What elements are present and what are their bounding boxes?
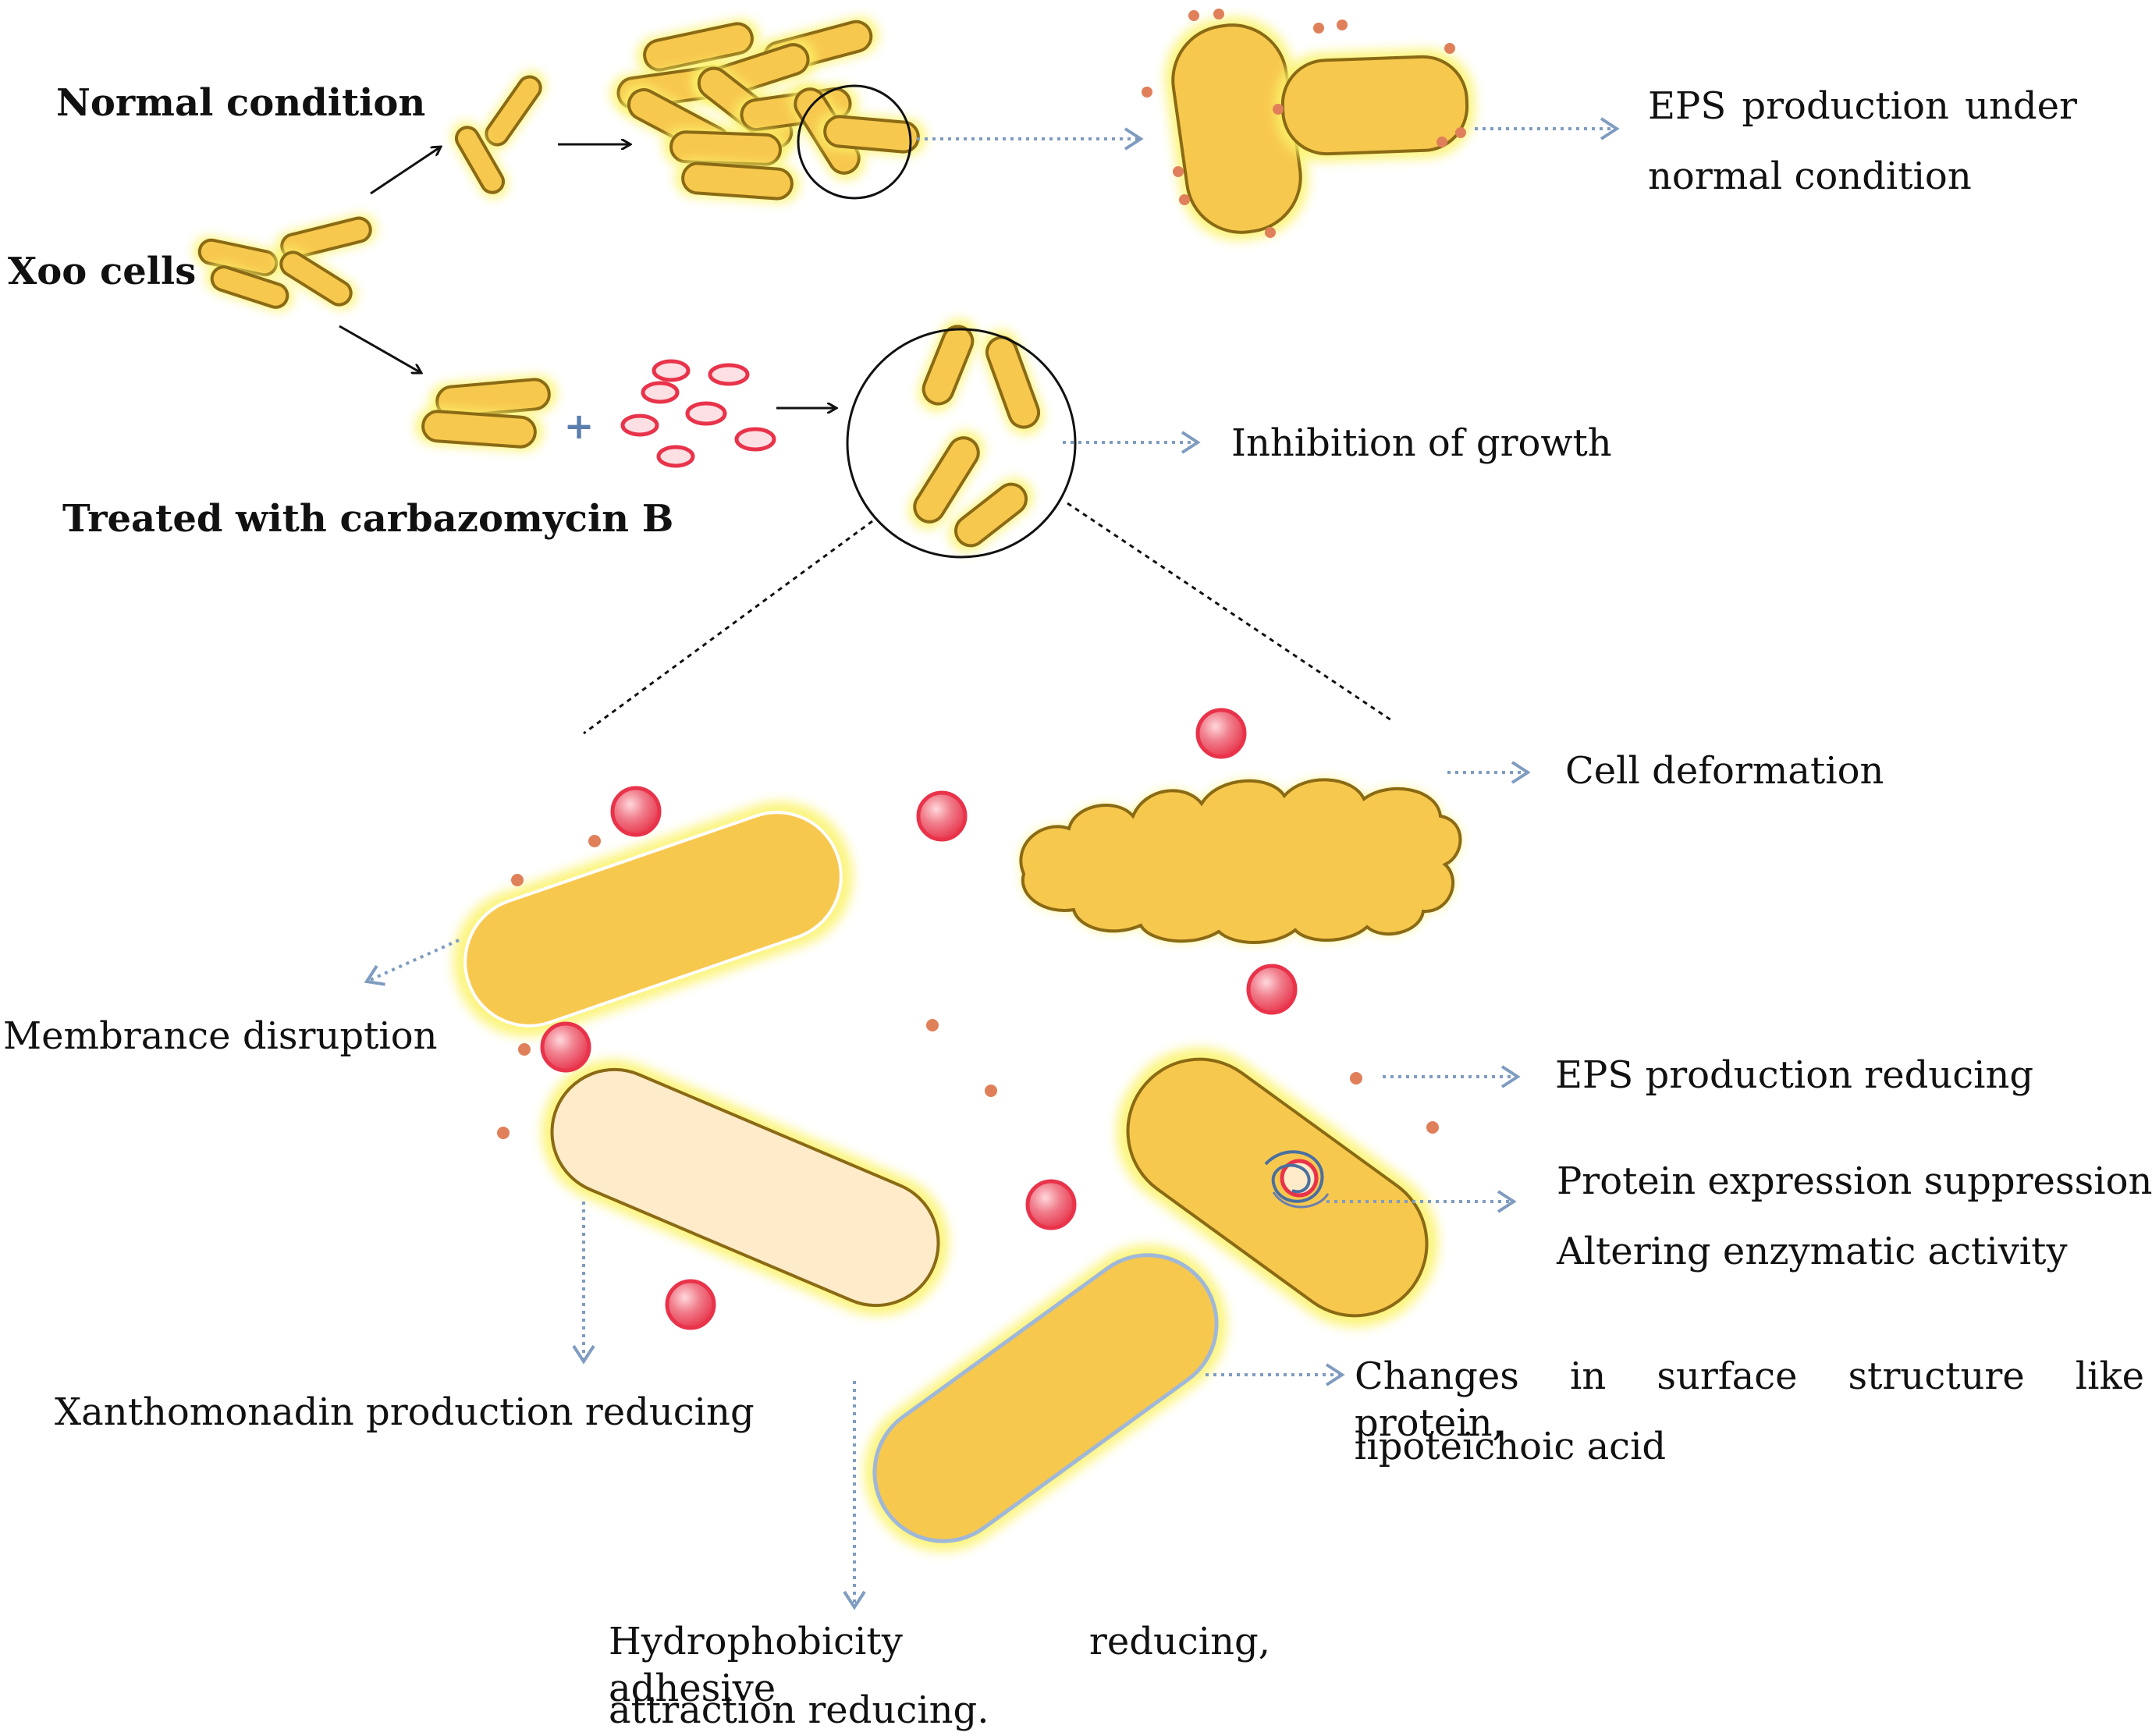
treated-cells [415, 375, 557, 452]
arrow-to-normal [370, 147, 441, 195]
arrow-to-treated [339, 325, 421, 373]
label-altering-enzymatic-activity: Altering enzymatic activity [1557, 1230, 2068, 1273]
zoom-line-left [583, 520, 873, 735]
label-cell-deformation: Cell deformation [1565, 749, 1884, 793]
xoo-cells-cluster [193, 214, 377, 312]
drug-spheres [540, 708, 1298, 1330]
treated-zoom-circle [846, 318, 1077, 559]
label-membrane-disruption: Membrance disruption [3, 1014, 438, 1058]
label-surface-structure: Changes in surface structure like protei… [1355, 1353, 2144, 1447]
zoom-line-right [1067, 502, 1394, 723]
label-xanthomonadin-production-reducing: Xanthomonadin production reducing [55, 1390, 755, 1434]
membrane-disrupted-cell [453, 801, 854, 1037]
pale-cell [541, 1059, 950, 1316]
eps-normal-cells [1142, 9, 1476, 241]
label-surface-structure-line1: Changes in surface structure like protei… [1355, 1354, 2144, 1445]
label-eps-normal: EPS production under [1648, 83, 2077, 130]
label-normal-condition: Normal condition [56, 81, 426, 125]
plus-sign: + [564, 405, 595, 447]
label-protein-expression-suppression: Protein expression suppression [1557, 1159, 2152, 1203]
label-hydrophobicity-line2: attraction reducing. [609, 1688, 989, 1732]
protein-expression-icon [1264, 1150, 1330, 1209]
label-hydrophobicity: Hydrophobicity reducing, adhesive [609, 1618, 1270, 1712]
eps-particles [497, 835, 1439, 1139]
eps-stars [1142, 9, 1466, 238]
label-eps-production-reducing: EPS production reducing [1555, 1053, 2034, 1097]
label-surface-structure-line2: lipoteichoic acid [1355, 1425, 1667, 1468]
label-treated-with-carbazomycin-b: Treated with carbazomycin B [62, 497, 674, 541]
normal-pair-cells [452, 71, 545, 199]
normal-colony [610, 16, 926, 203]
label-hydrophobicity-line1: Hydrophobicity reducing, adhesive [609, 1620, 1270, 1710]
carbazomycin-b-drops [620, 359, 776, 468]
deformed-cell [1019, 778, 1462, 944]
label-xoo-cells: Xoo cells [8, 250, 197, 293]
eps-reduced-cell [1116, 1047, 1439, 1328]
surface-changed-cell [864, 1244, 1227, 1552]
arrow-membrane-disruption [364, 939, 460, 986]
label-eps-normal-line2: normal condition [1648, 154, 1972, 198]
label-eps-normal-line1: EPS production under [1648, 84, 2077, 128]
label-inhibition-of-growth: Inhibition of growth [1231, 421, 1612, 465]
